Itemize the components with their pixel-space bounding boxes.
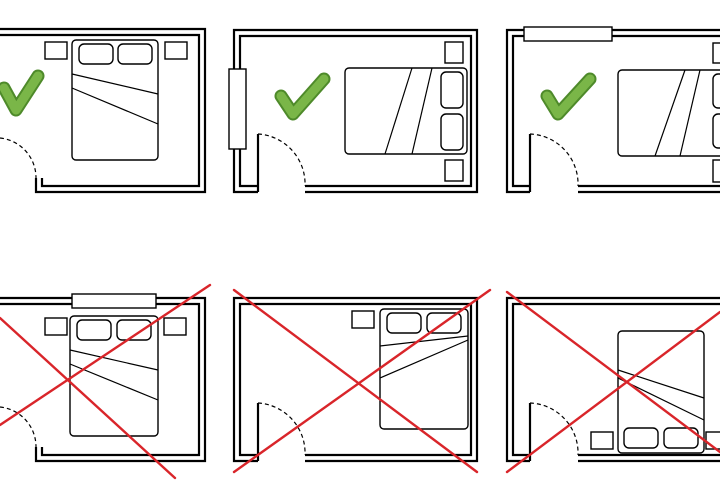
bed bbox=[379, 308, 469, 430]
bed bbox=[71, 39, 159, 161]
nightstand-bottom bbox=[444, 159, 464, 182]
bed bbox=[617, 330, 705, 454]
nightstand-top bbox=[712, 42, 720, 64]
pillow bbox=[663, 427, 699, 449]
floor-plan-2 bbox=[228, 28, 479, 194]
door-swing bbox=[529, 133, 579, 187]
window bbox=[523, 26, 613, 42]
window bbox=[71, 293, 157, 309]
window bbox=[228, 68, 247, 150]
walls bbox=[505, 28, 720, 194]
pillow bbox=[117, 43, 153, 65]
check-mark-icon bbox=[540, 72, 597, 121]
cross-mark-icon bbox=[232, 288, 492, 474]
door-swing bbox=[0, 406, 37, 448]
floor-plan-6 bbox=[505, 290, 720, 474]
bed bbox=[344, 67, 468, 155]
nightstand-left bbox=[590, 431, 614, 450]
bed bbox=[617, 69, 720, 157]
pillow bbox=[116, 319, 152, 341]
pillow bbox=[623, 427, 659, 449]
pillow bbox=[712, 113, 720, 149]
nightstand bbox=[351, 310, 375, 329]
pillow bbox=[440, 113, 464, 151]
cross-mark-icon bbox=[505, 290, 720, 474]
nightstand-right bbox=[163, 317, 187, 336]
walls bbox=[0, 27, 207, 194]
pillow bbox=[712, 73, 720, 109]
door-swing bbox=[529, 402, 579, 456]
floor-plan-1 bbox=[0, 27, 207, 194]
door-swing bbox=[257, 402, 306, 456]
door-swing bbox=[257, 133, 306, 187]
pillow bbox=[440, 71, 464, 109]
nightstand-left bbox=[44, 41, 68, 60]
pillow bbox=[78, 43, 114, 65]
cross-mark-icon bbox=[0, 283, 212, 480]
walls bbox=[232, 28, 479, 194]
check-mark-icon bbox=[274, 72, 331, 121]
floor-plan-5 bbox=[232, 288, 492, 474]
nightstand-bottom bbox=[712, 159, 720, 183]
nightstand-right bbox=[164, 41, 188, 60]
door-swing bbox=[0, 137, 37, 179]
bed bbox=[69, 315, 159, 437]
pillow bbox=[76, 319, 112, 341]
floor-plan-4 bbox=[0, 283, 212, 480]
pillow bbox=[386, 312, 422, 334]
walls bbox=[232, 296, 479, 463]
nightstand-left bbox=[44, 317, 68, 336]
floor-plan-3 bbox=[505, 26, 720, 194]
check-mark-icon bbox=[0, 69, 45, 117]
nightstand-top bbox=[444, 41, 464, 64]
walls bbox=[505, 296, 720, 463]
